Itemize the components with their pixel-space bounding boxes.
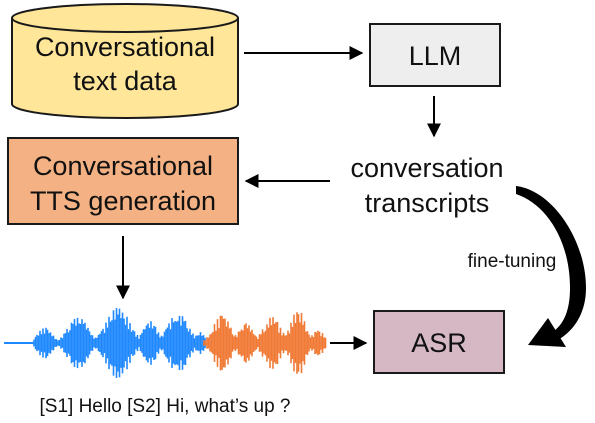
finetuning-arrow-body <box>516 186 586 340</box>
text-data-cylinder-top <box>11 3 239 33</box>
transcripts-label-line1: conversation <box>350 153 503 183</box>
tts-label-line2: TTS generation <box>30 186 216 216</box>
finetuning-label: fine-tuning <box>468 251 557 272</box>
llm-label: LLM <box>409 41 462 71</box>
llm-box <box>369 23 501 87</box>
transcripts-node: conversation transcripts <box>350 153 503 218</box>
llm-node: LLM <box>369 23 501 87</box>
waveform-speaker2 <box>203 312 327 374</box>
tts-label-line1: Conversational <box>33 151 213 181</box>
text-data-node: Conversational text data <box>11 3 239 119</box>
transcripts-label-line2: transcripts <box>365 188 490 218</box>
asr-box <box>373 310 505 374</box>
asr-label: ASR <box>411 328 467 358</box>
text-data-label-line1: Conversational <box>35 32 215 62</box>
waveform-caption: [S1] Hello [S2] Hi, what’s up ? <box>40 396 291 417</box>
waveform-speaker1 <box>33 308 206 378</box>
finetuning-arrow <box>516 186 586 347</box>
asr-node: ASR <box>373 310 505 374</box>
tts-node: Conversational TTS generation <box>7 137 239 225</box>
audio-waveform <box>4 308 327 378</box>
finetuning-arrowhead <box>528 318 566 347</box>
text-data-cylinder-body <box>11 18 239 119</box>
tts-box <box>7 137 239 225</box>
text-data-label-line2: text data <box>73 66 178 96</box>
